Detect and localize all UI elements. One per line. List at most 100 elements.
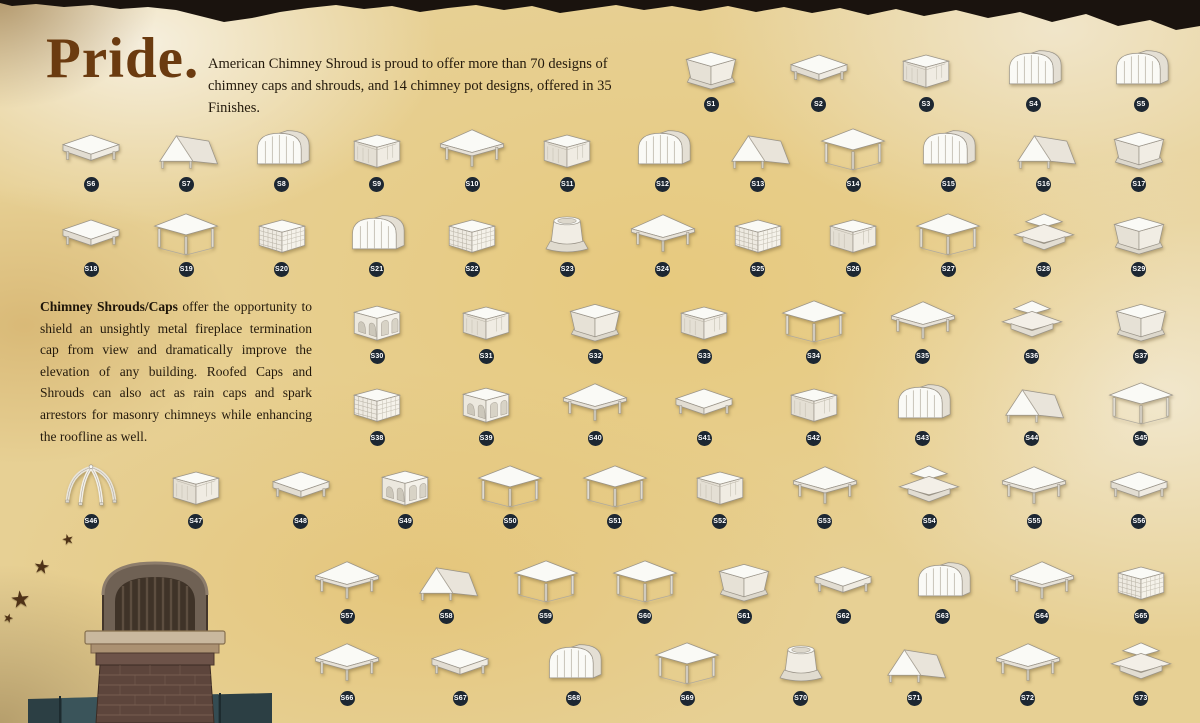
hip-shroud-illustration [312, 637, 382, 689]
item-label-badge: S21 [369, 262, 385, 277]
catalog-item-s56: S56 [1100, 455, 1178, 529]
item-label-badge: S9 [369, 177, 385, 192]
lattice-shroud-illustration [723, 208, 793, 260]
flat-shroud-illustration [808, 555, 878, 607]
pavilion-shroud-illustration [610, 555, 680, 607]
catalog-item-s34: S34 [775, 290, 853, 364]
catalog-item-s44: S44 [993, 372, 1071, 446]
item-label-badge: S3 [918, 97, 934, 112]
item-label-badge: S12 [655, 177, 671, 192]
torn-paper-edge [0, 0, 1200, 30]
item-label-badge: S46 [83, 514, 99, 529]
catalog-item-s65: S65 [1102, 550, 1180, 624]
barrel-shroud-illustration [888, 377, 958, 429]
catalog-item-s72: S72 [989, 632, 1067, 706]
flat-shroud-illustration [784, 43, 854, 95]
box-shroud-illustration [685, 460, 755, 512]
pagoda-shroud-illustration [1106, 637, 1176, 689]
item-label-badge: S14 [845, 177, 861, 192]
catalog-item-s12: S12 [624, 118, 702, 192]
item-label-badge: S71 [906, 691, 922, 706]
catalog-item-s58: S58 [407, 550, 485, 624]
taper-shroud-illustration [1104, 123, 1174, 175]
pavilion-shroud-illustration [913, 208, 983, 260]
item-label-badge: S37 [1133, 349, 1149, 364]
item-label-badge: S41 [696, 431, 712, 446]
catalog-item-s63: S63 [904, 550, 982, 624]
pavilion-shroud-illustration [475, 460, 545, 512]
catalog-item-s60: S60 [606, 550, 684, 624]
pagoda-shroud-illustration [894, 460, 964, 512]
catalog-item-s70: S70 [762, 632, 840, 706]
item-label-badge: S23 [559, 262, 575, 277]
catalog-item-s31: S31 [447, 290, 525, 364]
hip-shroud-illustration [993, 637, 1063, 689]
item-label-badge: S57 [339, 609, 355, 624]
barrel-shroud-illustration [999, 43, 1069, 95]
catalog-item-s68: S68 [535, 632, 613, 706]
arch-shroud-illustration [451, 377, 521, 429]
catalog-item-s64: S64 [1003, 550, 1081, 624]
catalog-item-s66: S66 [308, 632, 386, 706]
intro-text: American Chimney Shroud is proud to offe… [208, 56, 612, 116]
taper-shroud-illustration [560, 295, 630, 347]
body-paragraph: Chimney Shrouds/Caps offer the opportuni… [40, 296, 312, 447]
pavilion-shroud-illustration [652, 637, 722, 689]
hip-shroud-illustration [888, 295, 958, 347]
catalog-item-s9: S9 [338, 118, 416, 192]
arch-shroud-illustration [342, 295, 412, 347]
body-rest-text: offer the opportunity to shield an unsig… [40, 299, 312, 444]
taper-shroud-illustration [1106, 295, 1176, 347]
barrel-shroud-illustration [628, 123, 698, 175]
catalog-item-s49: S49 [366, 455, 444, 529]
item-label-badge: S50 [502, 514, 518, 529]
item-label-badge: S51 [607, 514, 623, 529]
catalog-item-s33: S33 [665, 290, 743, 364]
catalog-item-s17: S17 [1100, 118, 1178, 192]
lattice-shroud-illustration [437, 208, 507, 260]
catalog-item-s37: S37 [1102, 290, 1180, 364]
gable-shroud-illustration [411, 555, 481, 607]
item-label-badge: S69 [679, 691, 695, 706]
chimney-shroud-photo-detail [84, 561, 226, 723]
item-label-badge: S36 [1024, 349, 1040, 364]
catalog-item-s51: S51 [576, 455, 654, 529]
box-shroud-illustration [161, 460, 231, 512]
catalog-item-s35: S35 [884, 290, 962, 364]
item-label-badge: S47 [188, 514, 204, 529]
catalog-item-s18: S18 [52, 203, 130, 277]
barrel-shroud-illustration [539, 637, 609, 689]
flat-shroud-illustration [669, 377, 739, 429]
item-label-badge: S49 [397, 514, 413, 529]
catalog-item-s54: S54 [890, 455, 968, 529]
catalog-item-s47: S47 [157, 455, 235, 529]
pot-shroud-illustration [766, 637, 836, 689]
item-label-badge: S52 [712, 514, 728, 529]
barrel-shroud-illustration [913, 123, 983, 175]
lattice-shroud-illustration [247, 208, 317, 260]
catalog-item-s22: S22 [433, 203, 511, 277]
item-label-badge: S32 [587, 349, 603, 364]
catalog-item-s50: S50 [471, 455, 549, 529]
item-label-badge: S56 [1131, 514, 1147, 529]
box-shroud-illustration [779, 377, 849, 429]
flat-shroud-illustration [56, 208, 126, 260]
item-label-badge: S6 [83, 177, 99, 192]
item-label-badge: S45 [1133, 431, 1149, 446]
catalog-item-s25: S25 [719, 203, 797, 277]
box-shroud-illustration [451, 295, 521, 347]
item-label-badge: S28 [1036, 262, 1052, 277]
catalog-item-s62: S62 [804, 550, 882, 624]
catalog-item-s41: S41 [665, 372, 743, 446]
item-label-badge: S54 [921, 514, 937, 529]
item-label-badge: S17 [1131, 177, 1147, 192]
item-label-badge: S39 [478, 431, 494, 446]
pagoda-shroud-illustration [997, 295, 1067, 347]
item-label-badge: S30 [369, 349, 385, 364]
item-label-badge: S25 [750, 262, 766, 277]
